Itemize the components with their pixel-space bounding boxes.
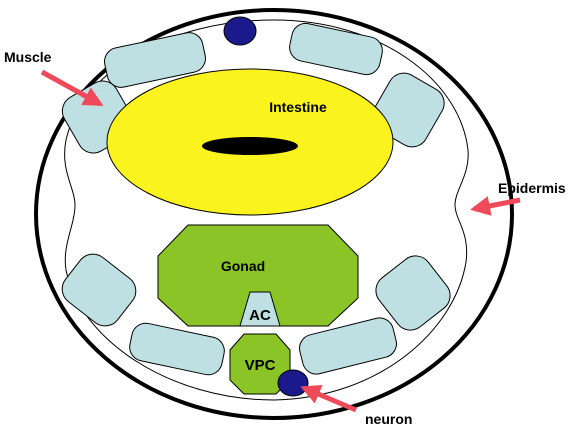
epidermis-arrow bbox=[470, 196, 521, 216]
muscle-cell bbox=[375, 255, 451, 331]
muscle-label: Muscle bbox=[4, 49, 52, 65]
vpc bbox=[229, 333, 291, 395]
muscle-cell bbox=[299, 317, 397, 375]
gonad bbox=[157, 224, 359, 327]
neuron-top bbox=[223, 16, 257, 46]
neuron-label: neuron bbox=[365, 411, 412, 427]
neuron-bottom bbox=[277, 369, 309, 397]
intestinal-lumen bbox=[202, 137, 298, 155]
anchor-cell bbox=[239, 291, 281, 327]
vpc-label: VPC bbox=[245, 357, 276, 374]
ac-label: AC bbox=[249, 307, 271, 324]
muscle-cell bbox=[61, 253, 137, 327]
muscle-cell bbox=[129, 322, 225, 376]
muscle-cell bbox=[289, 22, 383, 76]
muscle-cell bbox=[104, 32, 206, 88]
gonad-label: Gonad bbox=[221, 258, 265, 274]
epidermis-label: Epidermis bbox=[498, 180, 566, 196]
intestine-label: Intestine bbox=[269, 99, 327, 115]
neuron-arrow bbox=[300, 385, 357, 413]
muscle-arrow bbox=[40, 69, 104, 107]
